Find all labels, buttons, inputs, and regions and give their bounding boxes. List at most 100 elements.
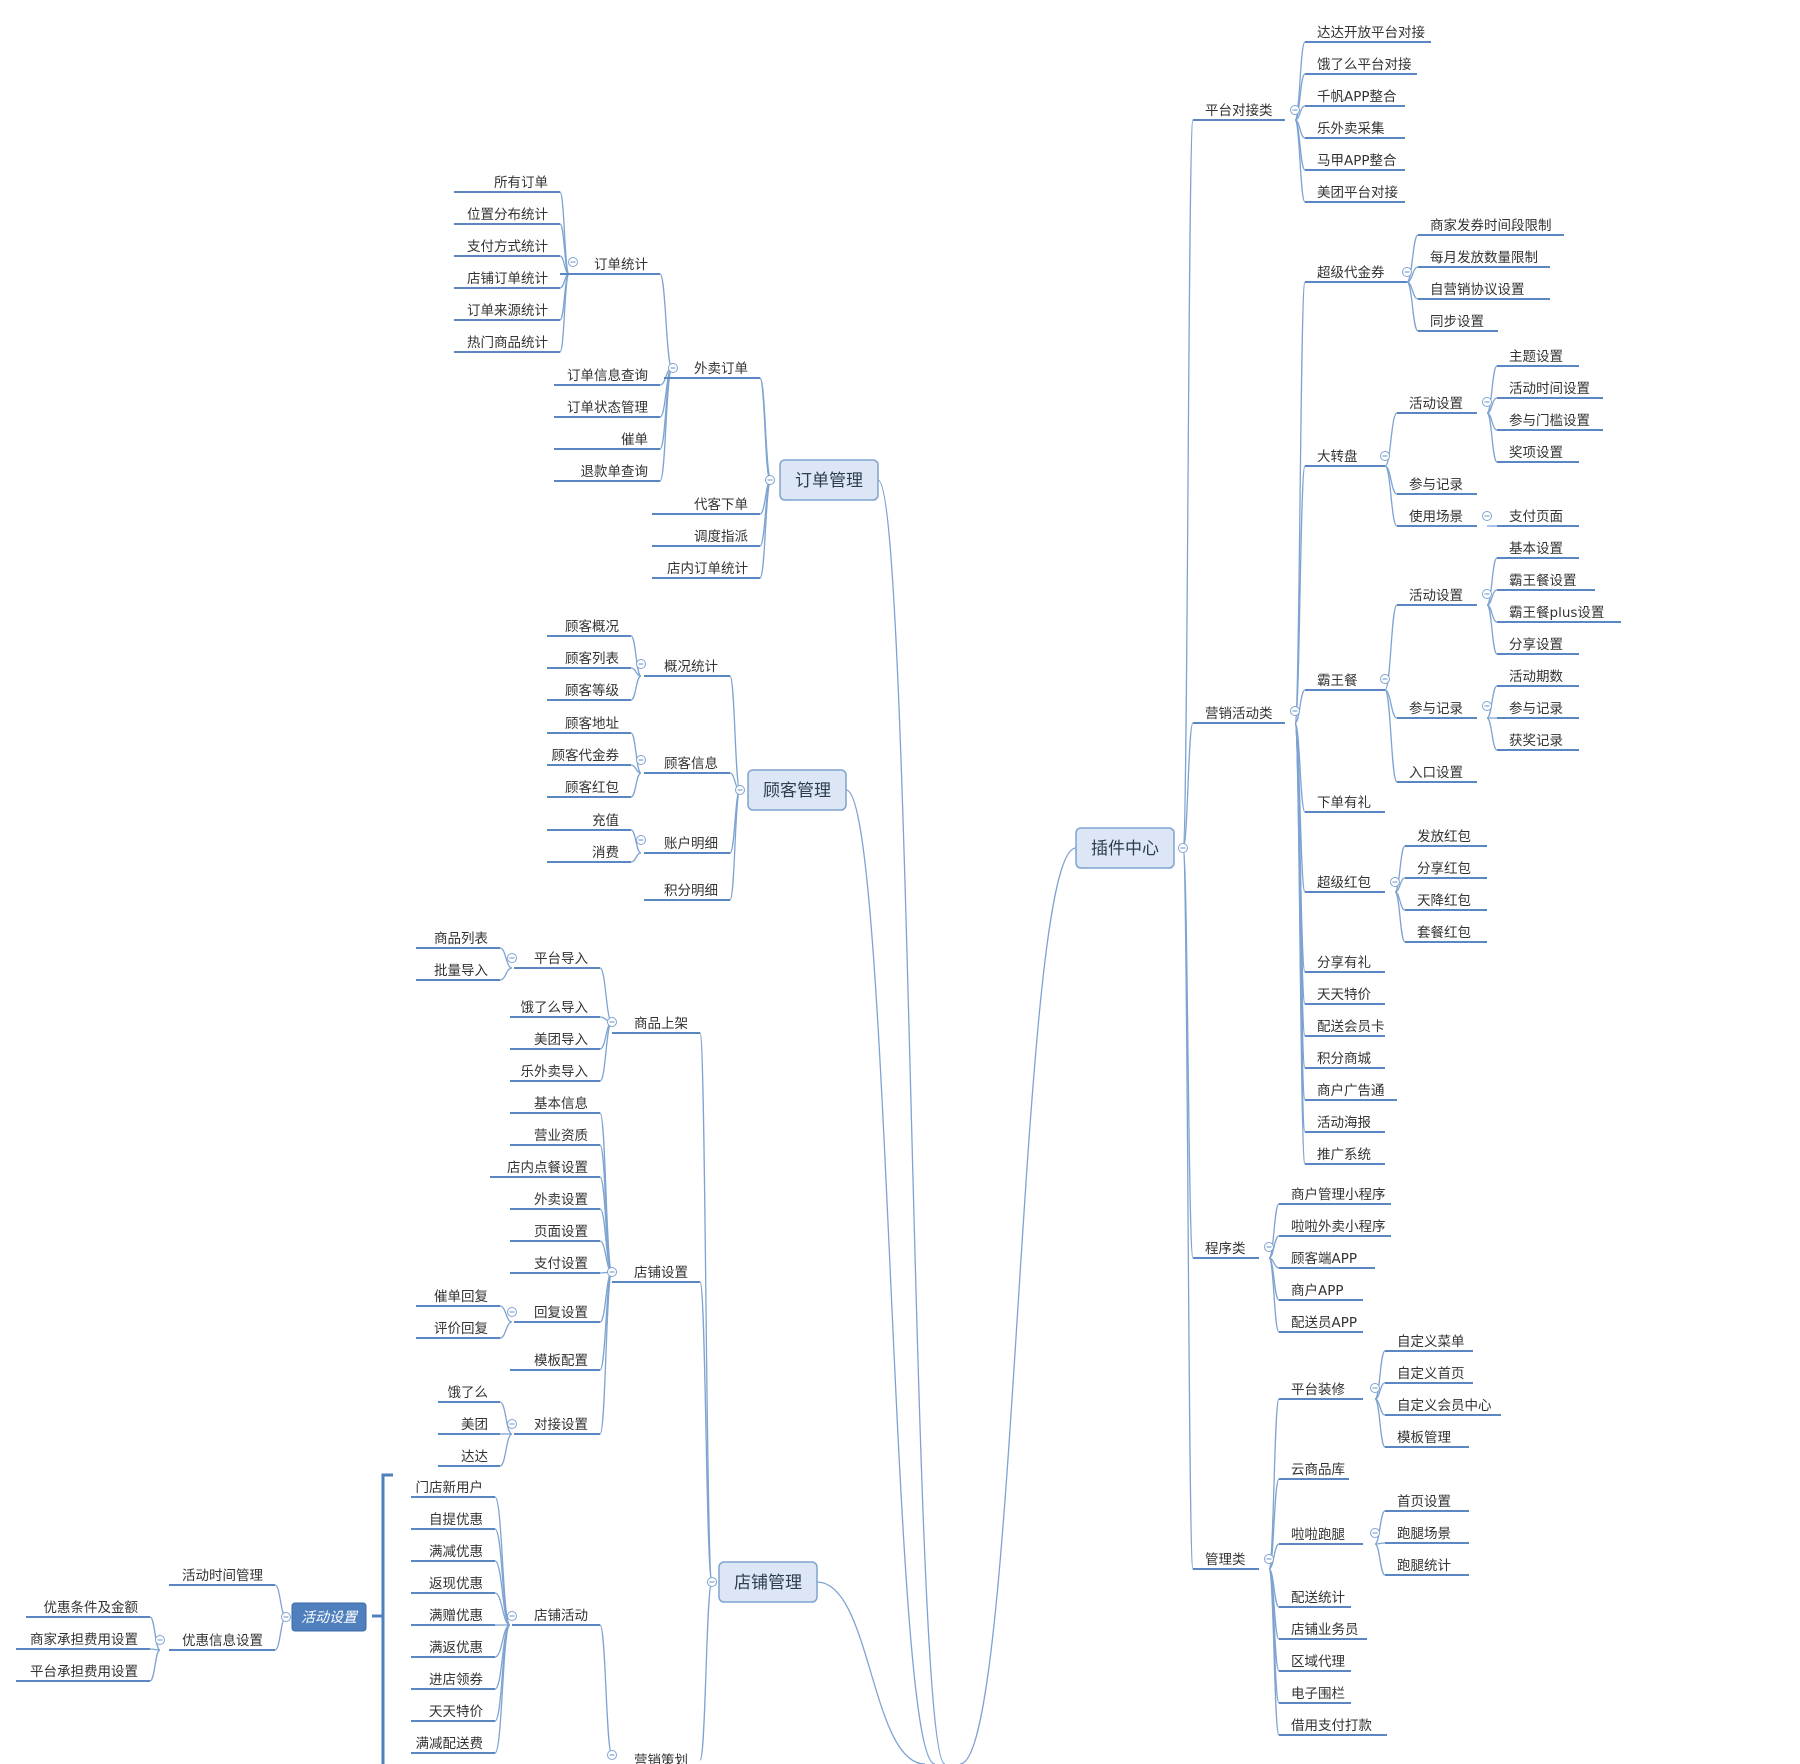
topic-activity-item[interactable]: 满赠优惠 bbox=[411, 1608, 495, 1626]
topic-order-other[interactable]: 代客下单 bbox=[652, 496, 760, 515]
topic-waimai-item[interactable]: 订单信息查询 bbox=[554, 367, 660, 386]
collapse-toggle-icon[interactable] bbox=[281, 1612, 291, 1622]
topic-bawang-record[interactable]: 参与记录 bbox=[1397, 700, 1477, 719]
topic-dock-item[interactable]: 达达 bbox=[438, 1449, 500, 1467]
topic-settings-item[interactable]: 营业资质 bbox=[510, 1128, 600, 1146]
topic-manage-item[interactable]: 区域代理 bbox=[1279, 1654, 1351, 1672]
topic-customer-item[interactable]: 顾客等级 bbox=[547, 682, 631, 701]
topic-errand-item[interactable]: 跑腿场景 bbox=[1385, 1526, 1469, 1544]
topic-manage-item[interactable]: 配送统计 bbox=[1279, 1590, 1351, 1608]
topic-dock-item[interactable]: 饿了么 bbox=[438, 1385, 500, 1403]
collapse-toggle-icon[interactable] bbox=[507, 1419, 517, 1429]
topic-platform-item[interactable]: 千帆APP整合 bbox=[1305, 89, 1405, 107]
topic-bawang-activity-item[interactable]: 霸王餐设置 bbox=[1497, 573, 1595, 591]
collapse-toggle-icon[interactable] bbox=[155, 1635, 165, 1645]
collapse-toggle-icon[interactable] bbox=[1380, 451, 1390, 461]
topic-settings-item[interactable]: 店内点餐设置 bbox=[490, 1160, 600, 1178]
collapse-toggle-icon[interactable] bbox=[1178, 843, 1188, 853]
topic-decor-item[interactable]: 自定义会员中心 bbox=[1385, 1398, 1501, 1416]
topic-wheel-activity[interactable]: 活动设置 bbox=[1397, 396, 1477, 414]
topic-import-item[interactable]: 批量导入 bbox=[416, 963, 500, 981]
topic-activity-item[interactable]: 满减优惠 bbox=[411, 1544, 495, 1562]
collapse-toggle-icon[interactable] bbox=[707, 1577, 717, 1587]
topic-voucher-item[interactable]: 每月发放数量限制 bbox=[1418, 250, 1550, 268]
topic-redpack-item[interactable]: 发放红包 bbox=[1405, 829, 1487, 847]
collapse-toggle-icon[interactable] bbox=[507, 953, 517, 963]
topic-platform-item[interactable]: 乐外卖采集 bbox=[1305, 121, 1405, 139]
topic-wheel-scene-item[interactable]: 支付页面 bbox=[1497, 509, 1579, 527]
topic-manage-item[interactable]: 借用支付打款 bbox=[1279, 1717, 1387, 1736]
topic-stats-item[interactable]: 热门商品统计 bbox=[454, 335, 560, 353]
collapse-toggle-icon[interactable] bbox=[1482, 397, 1492, 407]
topic-waimai-item[interactable]: 订单状态管理 bbox=[554, 400, 660, 418]
topic-dock-settings[interactable]: 对接设置 bbox=[514, 1416, 600, 1435]
topic-redpack-item[interactable]: 分享红包 bbox=[1405, 860, 1487, 879]
topic-customer-item[interactable]: 消费 bbox=[547, 845, 631, 863]
topic-wheel-scene[interactable]: 使用场景 bbox=[1397, 508, 1477, 527]
collapse-toggle-icon[interactable] bbox=[1290, 706, 1300, 716]
topic-platform-item[interactable]: 达达开放平台对接 bbox=[1305, 24, 1431, 43]
topic-wheel-activity-item[interactable]: 活动时间设置 bbox=[1497, 381, 1603, 399]
topic-customer-item[interactable]: 充值 bbox=[547, 813, 631, 831]
topic-order-other[interactable]: 店内订单统计 bbox=[652, 561, 760, 579]
topic-big-wheel[interactable]: 大转盘 bbox=[1305, 448, 1385, 467]
topic-stats-item[interactable]: 订单来源统计 bbox=[454, 303, 560, 321]
topic-bawang-entry[interactable]: 入口设置 bbox=[1397, 765, 1477, 783]
collapse-toggle-icon[interactable] bbox=[1402, 267, 1412, 277]
topic-bawang-record-item[interactable]: 获奖记录 bbox=[1497, 732, 1579, 751]
topic-wheel-record[interactable]: 参与记录 bbox=[1397, 476, 1477, 495]
collapse-toggle-icon[interactable] bbox=[1482, 589, 1492, 599]
topic-activity-settings-selected[interactable]: 活动设置 bbox=[291, 1602, 367, 1632]
topic-customer-item[interactable]: 顾客列表 bbox=[547, 650, 631, 669]
collapse-toggle-icon[interactable] bbox=[1290, 105, 1300, 115]
topic-stats-item[interactable]: 店铺订单统计 bbox=[454, 271, 560, 289]
collapse-toggle-icon[interactable] bbox=[607, 1267, 617, 1277]
topic-customer-item[interactable]: 顾客红包 bbox=[547, 779, 631, 798]
topic-import-item[interactable]: 商品列表 bbox=[416, 931, 500, 949]
collapse-toggle-icon[interactable] bbox=[507, 1611, 517, 1621]
topic-bawang-activity-item[interactable]: 基本设置 bbox=[1497, 540, 1579, 559]
main-topic-plugin[interactable]: 插件中心 bbox=[1075, 827, 1175, 869]
collapse-toggle-icon[interactable] bbox=[1482, 701, 1492, 711]
topic-activity-item[interactable]: 满返优惠 bbox=[411, 1640, 495, 1658]
topic-discount-item[interactable]: 优惠条件及金额 bbox=[26, 1599, 150, 1618]
topic-listing-item[interactable]: 美团导入 bbox=[510, 1032, 600, 1050]
topic-dock-item[interactable]: 美团 bbox=[438, 1417, 500, 1435]
topic-marketing-activities[interactable]: 营销活动类 bbox=[1193, 706, 1285, 724]
topic-marketing-item[interactable]: 分享有礼 bbox=[1305, 954, 1385, 973]
topic-wheel-activity-item[interactable]: 主题设置 bbox=[1497, 349, 1579, 367]
topic-waimai-item[interactable]: 退款单查询 bbox=[554, 464, 660, 482]
topic-program-item[interactable]: 商户APP bbox=[1279, 1282, 1363, 1301]
topic-customer-info[interactable]: 顾客信息 bbox=[644, 755, 730, 774]
topic-wheel-activity-item[interactable]: 奖项设置 bbox=[1497, 444, 1579, 463]
topic-super-redpack[interactable]: 超级红包 bbox=[1305, 875, 1385, 893]
topic-stats-item[interactable]: 所有订单 bbox=[454, 175, 560, 193]
topic-activity-item[interactable]: 满减配送费 bbox=[411, 1736, 495, 1754]
topic-bawang-record-item[interactable]: 参与记录 bbox=[1497, 700, 1579, 719]
collapse-toggle-icon[interactable] bbox=[765, 475, 775, 485]
topic-program-item[interactable]: 啦啦外卖小程序 bbox=[1279, 1219, 1391, 1237]
topic-marketing-item[interactable]: 配送会员卡 bbox=[1305, 1019, 1385, 1037]
topic-discount-info[interactable]: 优惠信息设置 bbox=[169, 1632, 275, 1651]
topic-shop-activity[interactable]: 店铺活动 bbox=[512, 1608, 600, 1626]
topic-activity-item[interactable]: 返现优惠 bbox=[411, 1576, 495, 1594]
collapse-toggle-icon[interactable] bbox=[607, 1750, 617, 1760]
topic-waimai-order[interactable]: 外卖订单 bbox=[664, 361, 760, 379]
topic-customer-item[interactable]: 顾客代金券 bbox=[547, 747, 631, 766]
topic-discount-item[interactable]: 商家承担费用设置 bbox=[16, 1631, 150, 1650]
topic-marketing-item[interactable]: 积分商城 bbox=[1305, 1051, 1385, 1069]
topic-stats-item[interactable]: 位置分布统计 bbox=[454, 207, 560, 225]
topic-settings-item[interactable]: 基本信息 bbox=[510, 1095, 600, 1114]
collapse-toggle-icon[interactable] bbox=[607, 1017, 617, 1027]
topic-listing-item[interactable]: 饿了么导入 bbox=[510, 1000, 600, 1018]
collapse-toggle-icon[interactable] bbox=[1370, 1528, 1380, 1538]
topic-marketing-item[interactable]: 天天特价 bbox=[1305, 987, 1385, 1005]
topic-reply-item[interactable]: 评价回复 bbox=[416, 1320, 500, 1339]
topic-redpack-item[interactable]: 天降红包 bbox=[1405, 893, 1487, 911]
collapse-toggle-icon[interactable] bbox=[735, 785, 745, 795]
topic-program-item[interactable]: 商户管理小程序 bbox=[1279, 1186, 1391, 1205]
topic-decor-item[interactable]: 模板管理 bbox=[1385, 1430, 1469, 1448]
topic-platform-docking[interactable]: 平台对接类 bbox=[1193, 102, 1285, 121]
collapse-toggle-icon[interactable] bbox=[1482, 511, 1492, 521]
topic-bawang-activity[interactable]: 活动设置 bbox=[1397, 588, 1477, 606]
